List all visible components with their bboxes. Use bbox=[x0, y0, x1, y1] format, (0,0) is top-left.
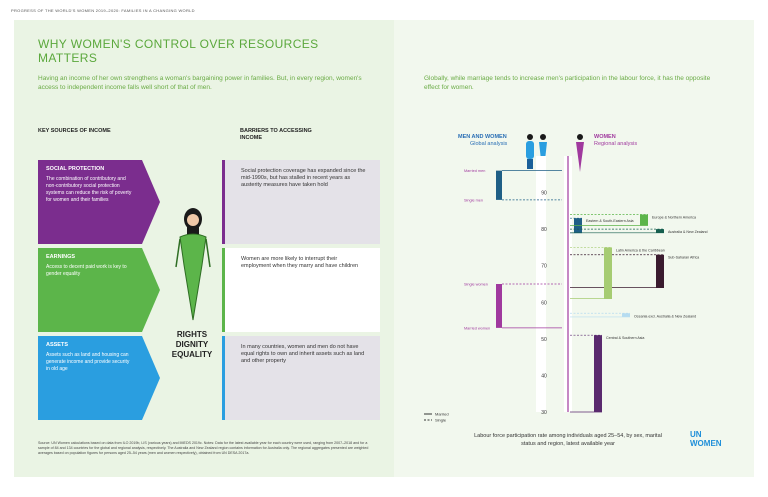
y-tick-label: 50 bbox=[541, 337, 547, 343]
right-panel bbox=[394, 20, 754, 477]
barriers-heading: BARRIERS TO ACCESSING INCOME bbox=[240, 128, 312, 141]
region-bar bbox=[604, 247, 612, 299]
labour-force-chart: MEN AND WOMEN Global analysis WOMEN Regi… bbox=[424, 134, 708, 423]
region-label: Eastern & South-Eastern Asia bbox=[586, 219, 634, 223]
source-card-social-protection: SOCIAL PROTECTION The combination of con… bbox=[38, 160, 142, 244]
region-label: Latin America & the Caribbean bbox=[616, 248, 665, 252]
source-title: ASSETS bbox=[46, 342, 69, 348]
legend-single-label: Single bbox=[435, 418, 447, 423]
source-title: SOCIAL PROTECTION bbox=[46, 166, 105, 172]
region-label: Oceania excl. Australia & New Zealand bbox=[634, 314, 696, 318]
intro-text: Having an income of her own strengthens … bbox=[38, 75, 362, 91]
region-bar bbox=[640, 214, 648, 226]
global-analysis-title: MEN AND WOMEN Global analysis bbox=[458, 134, 508, 147]
right-intro-text: Globally, while marriage tends to increa… bbox=[424, 75, 711, 91]
report-header: PROGRESS OF THE WORLD'S WOMEN 2019–2020:… bbox=[11, 8, 195, 13]
arrow-assets bbox=[142, 336, 160, 420]
chart-caption: Labour force participation rate among in… bbox=[474, 433, 662, 447]
y-tick-label: 60 bbox=[541, 300, 547, 306]
region-label: Central & Southern Asia bbox=[606, 336, 644, 340]
region-bar bbox=[656, 229, 664, 233]
regional-woman-icon bbox=[576, 134, 584, 172]
global-label-line-1: MEN AND WOMEN bbox=[458, 134, 507, 140]
key-sources-heading: KEY SOURCES OF INCOME bbox=[38, 128, 111, 134]
un-women-logo: UN WOMEN bbox=[690, 430, 722, 448]
region-label: Sub-Saharan Africa bbox=[668, 256, 699, 260]
source-card-earnings: EARNINGS Access to decent paid work is k… bbox=[38, 248, 142, 332]
global-series-label: Married men bbox=[464, 169, 485, 173]
region-bar bbox=[622, 313, 630, 317]
y-tick-label: 70 bbox=[541, 264, 547, 270]
arrow-social-protection bbox=[142, 160, 160, 244]
regional-label-line-1: WOMEN bbox=[594, 134, 616, 140]
y-tick-label: 30 bbox=[541, 410, 547, 416]
source-title: EARNINGS bbox=[46, 254, 76, 260]
source-text: The combination of contributory and non-… bbox=[46, 176, 132, 203]
source-notes: Source: UN Women calculations based on d… bbox=[38, 441, 369, 455]
page-title: WHY WOMEN'S CONTROL OVER RESOURCES MATTE… bbox=[38, 37, 319, 65]
rights-dignity-equality: RIGHTS DIGNITY EQUALITY bbox=[171, 330, 213, 359]
y-tick-label: 80 bbox=[541, 227, 547, 233]
source-card-assets: ASSETS Assets such as land and housing c… bbox=[38, 336, 142, 420]
global-series-label: Single men bbox=[464, 198, 483, 202]
y-tick-label: 90 bbox=[541, 191, 547, 197]
region-bar bbox=[594, 335, 602, 412]
region-label: Europe & Northern America bbox=[652, 216, 696, 220]
arrow-earnings bbox=[142, 248, 160, 332]
woman-figure-icon bbox=[175, 208, 211, 321]
regional-label-line-2: Regional analysis bbox=[594, 141, 637, 147]
global-bar-women bbox=[496, 284, 502, 328]
global-series-label: Single women bbox=[464, 283, 488, 287]
barrier-earnings: Women are more likely to interrupt their… bbox=[222, 248, 380, 332]
source-text: Assets such as land and housing can gene… bbox=[46, 352, 130, 372]
y-tick-label: 40 bbox=[541, 373, 547, 379]
global-series-label: Married women bbox=[464, 326, 490, 330]
barrier-social-protection: Social protection coverage has expanded … bbox=[222, 160, 380, 244]
region-bar bbox=[656, 254, 664, 288]
axis-layer: 30 40 50 60 70 80 90 bbox=[536, 156, 572, 416]
legend-married-label: Married bbox=[435, 412, 449, 417]
source-text: Access to decent paid work is key to gen… bbox=[46, 264, 127, 277]
man-figure-icon bbox=[526, 134, 534, 169]
regional-analysis-title: WOMEN Regional analysis bbox=[594, 134, 637, 147]
global-bar-men bbox=[496, 170, 502, 200]
global-label-line-2: Global analysis bbox=[470, 141, 508, 147]
barrier-assets: In many countries, women and men do not … bbox=[222, 336, 380, 420]
region-label: Australia & New Zealand bbox=[668, 230, 708, 234]
